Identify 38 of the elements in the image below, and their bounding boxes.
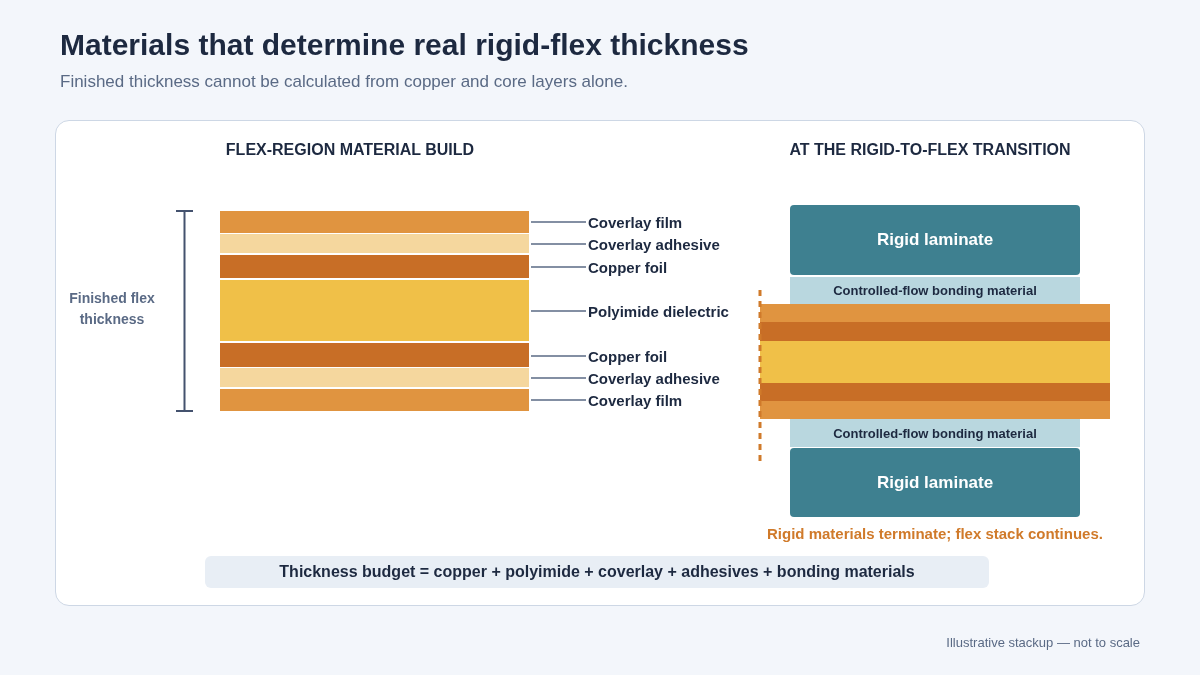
layer-label: Coverlay film bbox=[588, 212, 683, 232]
bonding-layer: Controlled-flow bonding material bbox=[790, 277, 1080, 304]
leader-line bbox=[530, 399, 587, 401]
copper-foil-layer bbox=[220, 255, 529, 278]
coverlay-film-layer bbox=[220, 211, 529, 233]
coverlay-adhesive-layer bbox=[220, 368, 529, 387]
layer-label: Coverlay adhesive bbox=[588, 234, 720, 254]
layer-label: Polyimide dielectric bbox=[588, 301, 729, 321]
polyimide-layer bbox=[220, 280, 529, 341]
leader-line bbox=[530, 310, 587, 312]
dimension-label: Finished flex thickness bbox=[68, 289, 156, 329]
copper-foil-layer bbox=[760, 383, 1110, 401]
coverlay-film-layer bbox=[760, 304, 1110, 322]
rigid-laminate-block: Rigid laminate bbox=[790, 205, 1080, 275]
summary-band: Thickness budget = copper + polyimide + coverlay + adhesives + bonding materials bbox=[205, 556, 989, 588]
leader-line bbox=[530, 243, 587, 245]
footnote: Illustrative stackup — not to scale bbox=[946, 635, 1140, 650]
layer-label: Copper foil bbox=[588, 257, 668, 277]
leader-line bbox=[530, 266, 587, 268]
bonding-layer: Controlled-flow bonding material bbox=[790, 419, 1080, 447]
note: Rigid materials terminate; flex stack continues. bbox=[766, 525, 1104, 542]
polyimide-layer bbox=[760, 341, 1110, 383]
rigid-laminate-block: Rigid laminate bbox=[790, 448, 1080, 517]
coverlay-film-layer bbox=[760, 401, 1110, 419]
subtitle: Finished thickness cannot be calculated from copper and core layers alone. bbox=[60, 72, 628, 92]
layer-label: Coverlay film bbox=[588, 390, 683, 410]
section-heading: AT THE RIGID-TO-FLEX TRANSITION bbox=[788, 141, 1072, 159]
layer-label: Coverlay adhesive bbox=[588, 368, 720, 388]
coverlay-adhesive-layer bbox=[220, 234, 529, 253]
section-heading: FLEX-REGION MATERIAL BUILD bbox=[224, 141, 476, 159]
leader-line bbox=[530, 221, 587, 223]
copper-foil-layer bbox=[760, 322, 1110, 341]
copper-foil-layer bbox=[220, 343, 529, 367]
leader-line bbox=[530, 355, 587, 357]
coverlay-film-layer bbox=[220, 389, 529, 411]
leader-line bbox=[530, 377, 587, 379]
diagram-title: Materials that determine real rigid-flex thickness bbox=[60, 28, 749, 62]
layer-label: Copper foil bbox=[588, 346, 668, 366]
